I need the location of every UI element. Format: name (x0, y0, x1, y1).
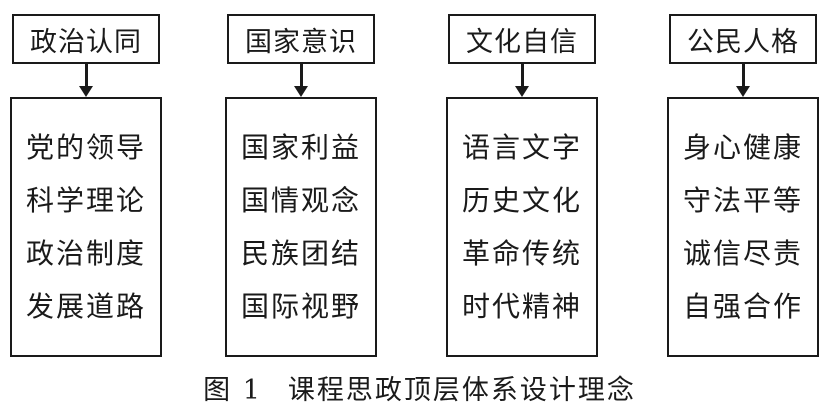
header-box-political-identity: 政治认同 (12, 14, 160, 64)
header-box-national-consciousness: 国家意识 (227, 14, 375, 64)
header-box-cultural-confidence: 文化自信 (448, 14, 596, 64)
content-item: 时代精神 (461, 290, 582, 323)
content-item: 历史文化 (461, 184, 582, 217)
content-item: 党的领导 (25, 131, 146, 164)
header-label: 文化自信 (466, 26, 578, 58)
content-item: 革命传统 (461, 237, 582, 270)
header-label: 公民人格 (687, 26, 799, 58)
content-item: 发展道路 (25, 290, 146, 323)
header-box-civic-character: 公民人格 (669, 14, 817, 64)
content-box-political-identity: 党的领导 科学理论 政治制度 发展道路 (10, 97, 162, 357)
content-box-cultural-confidence: 语言文字 历史文化 革命传统 时代精神 (446, 97, 598, 357)
content-item: 民族团结 (240, 237, 361, 270)
figure-caption: 图 1 课程思政顶层体系设计理念 (0, 368, 839, 407)
figure-title: 课程思政顶层体系设计理念 (287, 375, 636, 406)
content-item: 诚信尽责 (682, 237, 803, 270)
figure-number: 图 1 (203, 375, 262, 406)
content-item: 政治制度 (25, 237, 146, 270)
content-item: 自强合作 (682, 290, 803, 323)
content-item: 语言文字 (461, 131, 582, 164)
header-label: 国家意识 (245, 26, 357, 58)
content-item: 国家利益 (240, 131, 361, 164)
content-item: 科学理论 (25, 184, 146, 217)
content-item: 身心健康 (682, 131, 803, 164)
content-item: 国际视野 (240, 290, 361, 323)
content-item: 国情观念 (240, 184, 361, 217)
content-box-civic-character: 身心健康 守法平等 诚信尽责 自强合作 (667, 97, 819, 357)
header-label: 政治认同 (30, 26, 142, 58)
content-item: 守法平等 (682, 184, 803, 217)
content-box-national-consciousness: 国家利益 国情观念 民族团结 国际视野 (225, 97, 377, 357)
